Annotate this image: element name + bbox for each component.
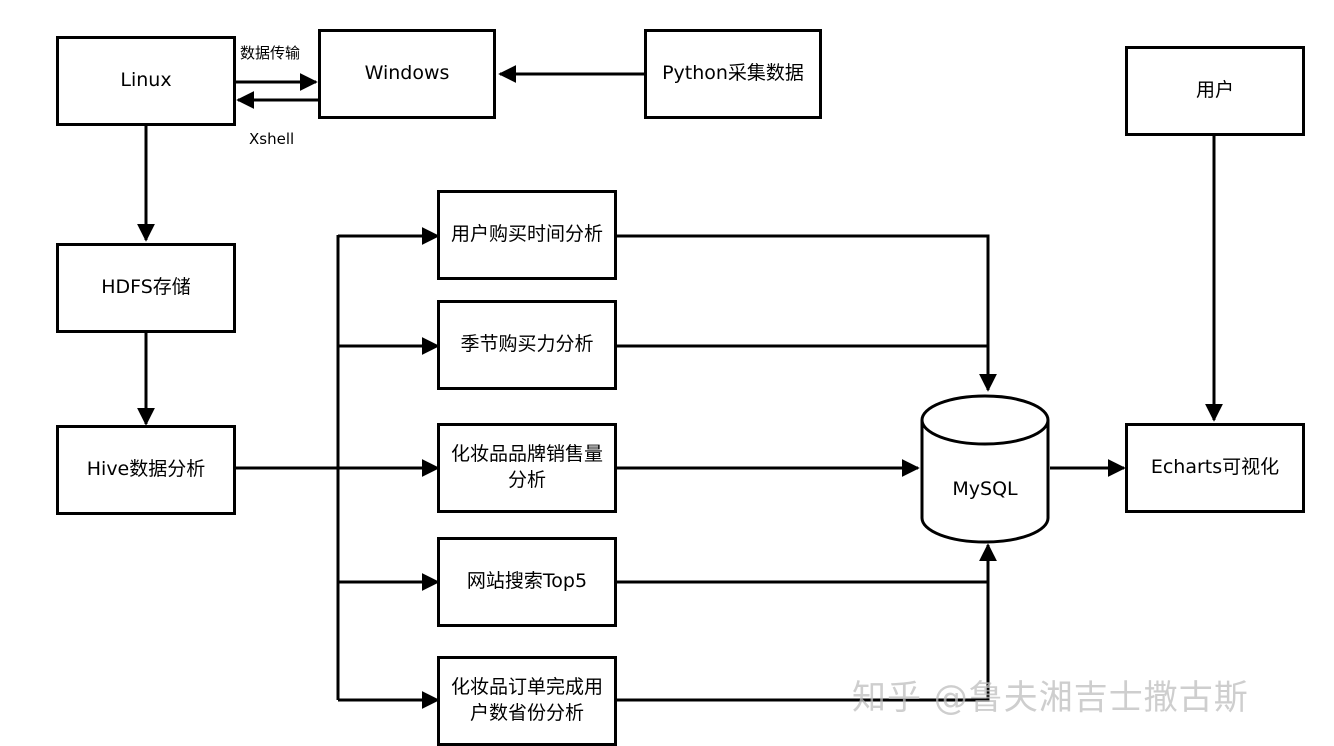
node-windows: Windows: [318, 29, 496, 119]
node-user: 用户: [1125, 46, 1305, 136]
watermark: 知乎 @鲁夫湘吉士撒古斯: [852, 678, 1249, 718]
arrow-time-to-mysql: [616, 234, 997, 392]
node-echarts: Echarts可视化: [1125, 423, 1305, 513]
edge-label-transfer: 数据传输: [240, 44, 301, 62]
node-hdfs: HDFS存储: [56, 243, 236, 333]
node-analysis-season: 季节购买力分析: [437, 300, 617, 390]
node-analysis-search: 网站搜索Top5: [437, 537, 617, 627]
node-analysis-province: 化妆品订单完成用 户数省份分析: [437, 656, 617, 746]
edge-label-xshell: Xshell: [249, 130, 295, 148]
mysql-cylinder: [920, 394, 1050, 544]
node-analysis-time: 用户购买时间分析: [437, 190, 617, 280]
node-hive: Hive数据分析: [56, 425, 236, 515]
node-python: Python采集数据: [644, 29, 822, 119]
arrow-province-to-mysql: [616, 543, 997, 702]
node-mysql-label: MySQL: [952, 478, 1018, 500]
node-analysis-brand: 化妆品品牌销售量 分析: [437, 423, 617, 513]
node-linux: Linux: [56, 36, 236, 126]
